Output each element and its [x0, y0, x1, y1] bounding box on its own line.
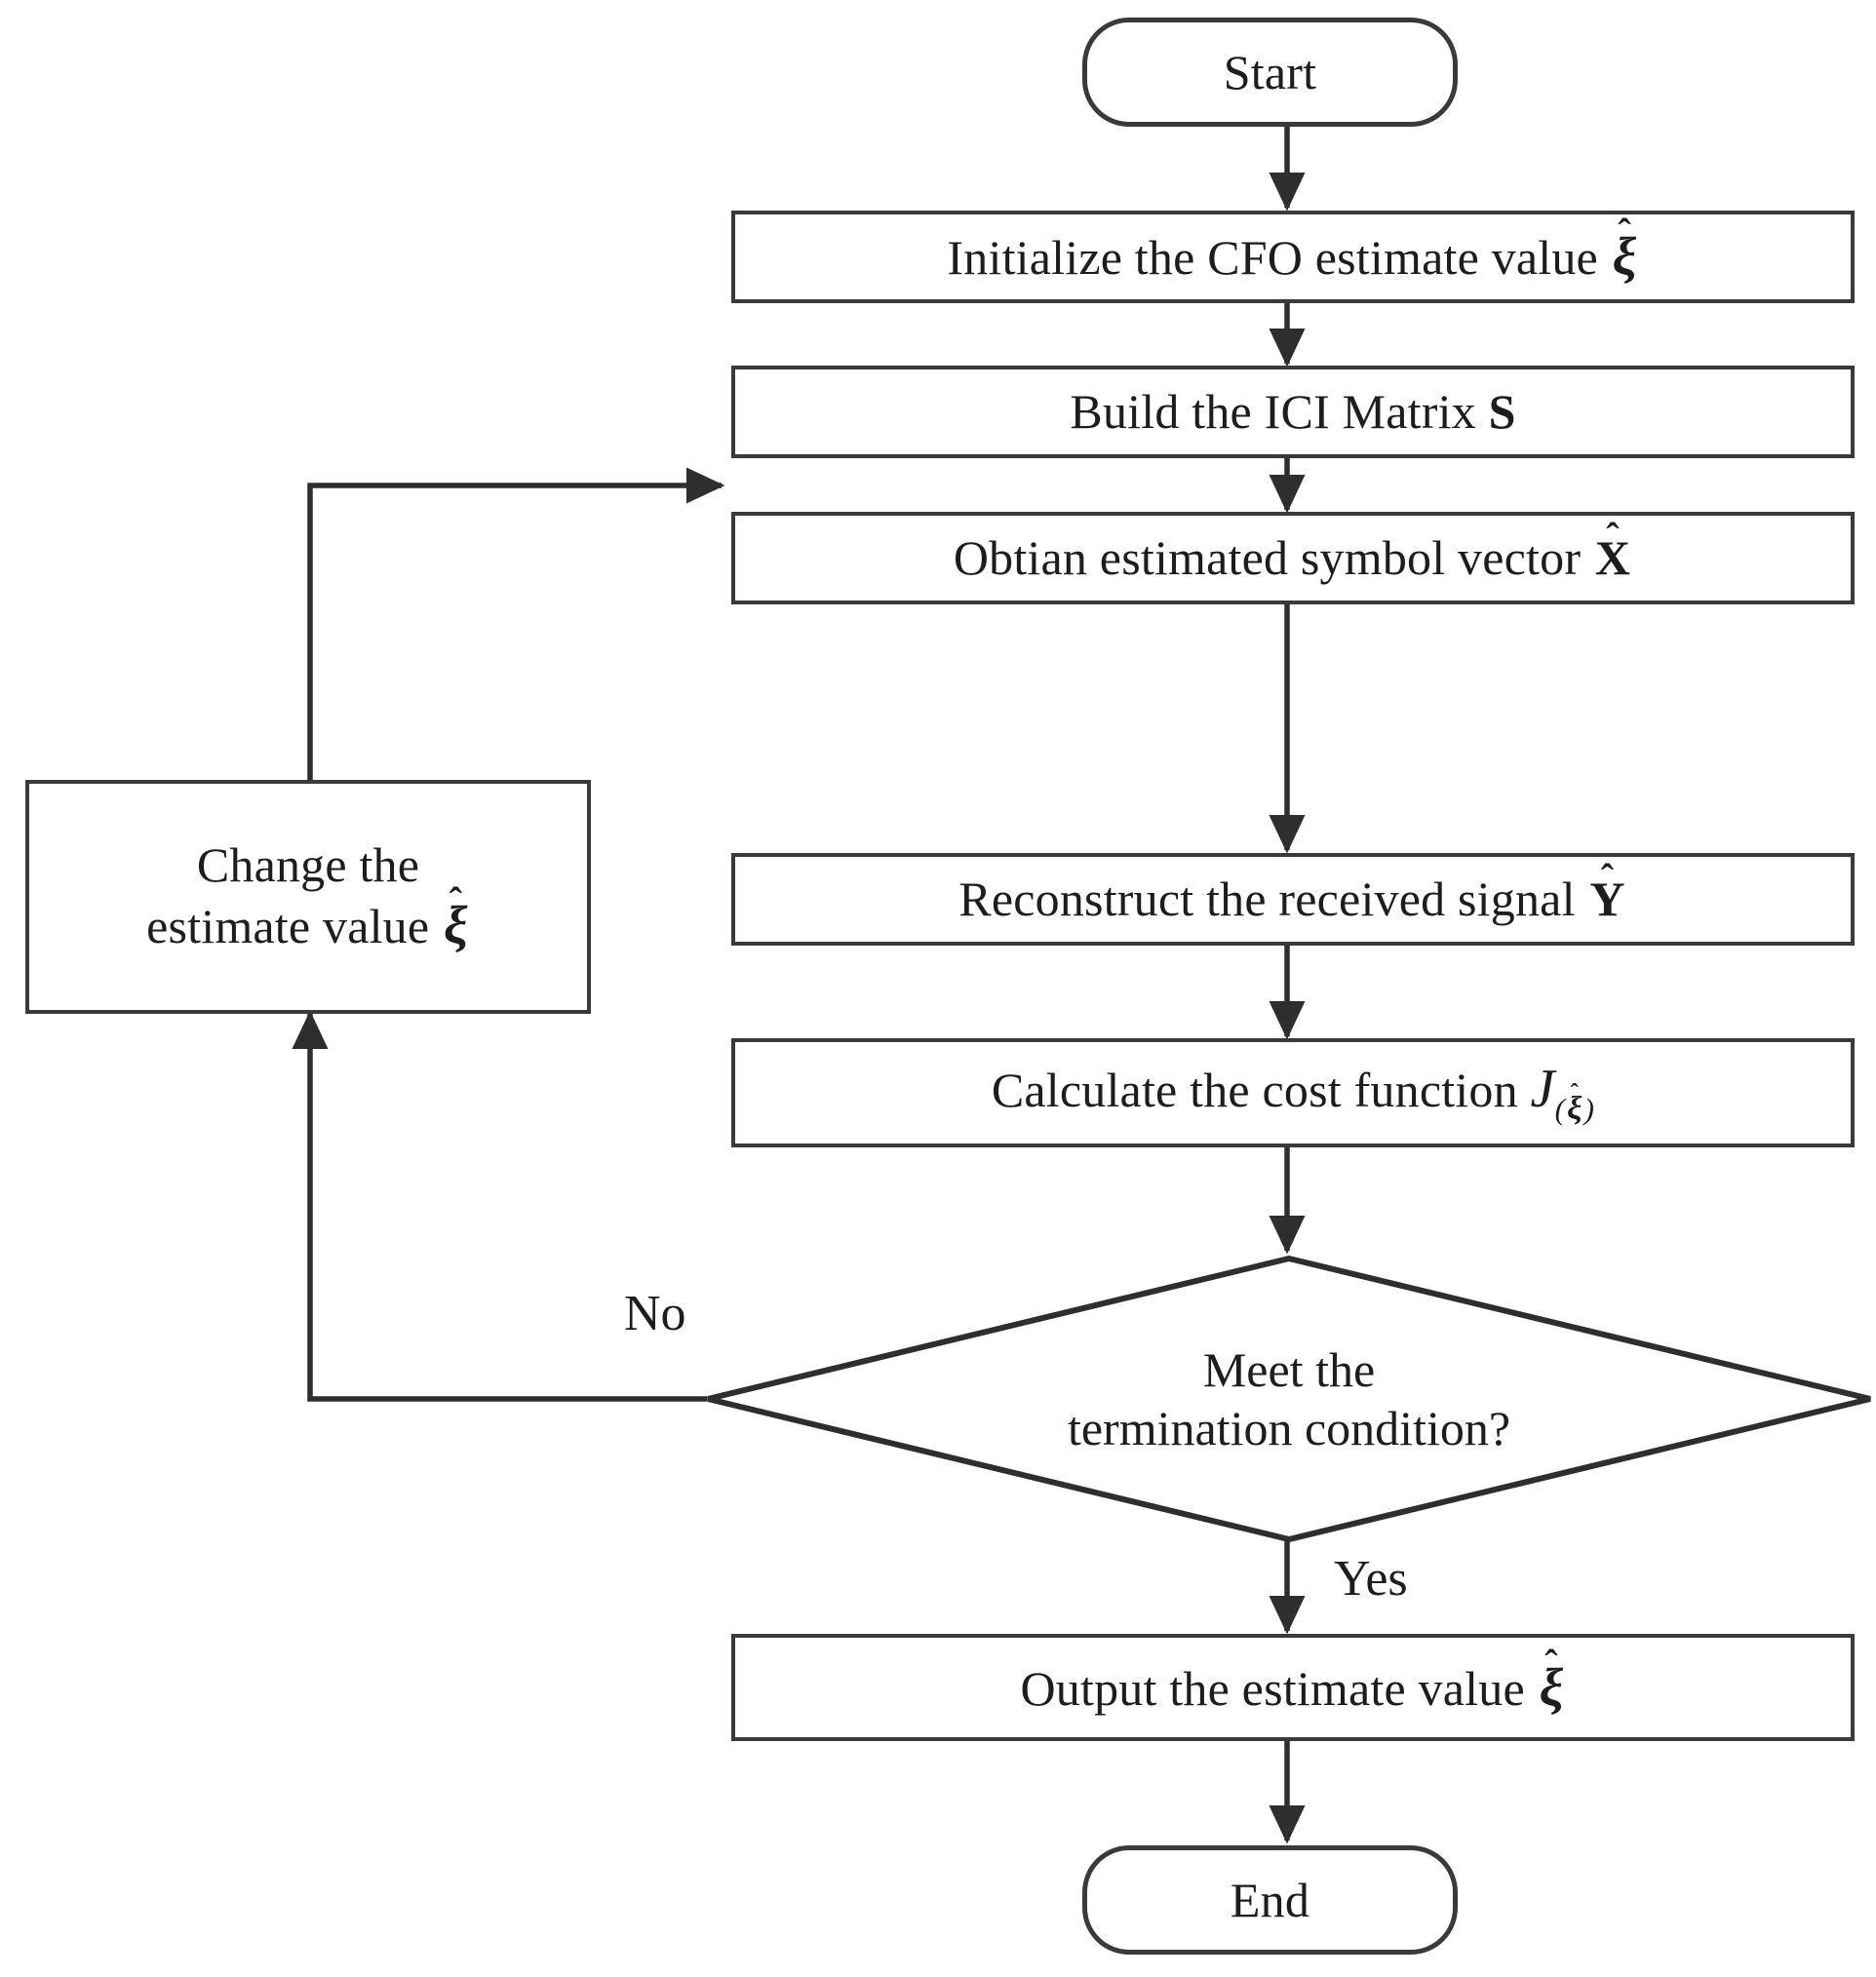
node-reconstruct-signal-text: Reconstruct the received signal	[958, 872, 1588, 926]
node-end[interactable]: End	[1082, 1845, 1458, 1955]
edge-change-to-build	[307, 467, 725, 780]
cost-function-j-glyph: J	[1530, 1058, 1555, 1119]
node-decision-termination[interactable]: Meet the termination condition?	[704, 1255, 1874, 1543]
edge-label-no: No	[624, 1286, 686, 1341]
node-start-label: Start	[1223, 44, 1317, 99]
xi-glyph: ξ	[1539, 1656, 1564, 1717]
hat-accent-icon: ˆ	[1544, 1641, 1558, 1686]
node-change-estimate-value-text: estimate value	[146, 899, 442, 954]
hat-accent-icon: ˆ	[1606, 515, 1620, 559]
decision-line-1: Meet the	[1202, 1342, 1376, 1397]
edge-label-yes: Yes	[1334, 1551, 1408, 1607]
decision-diamond-shape	[707, 1255, 1871, 1543]
hat-accent-icon: ˆ	[1618, 211, 1631, 255]
hat-accent-icon: ˆ	[1600, 856, 1615, 900]
hat-accent-icon: ˆ	[449, 879, 463, 924]
node-start[interactable]: Start	[1082, 18, 1458, 127]
node-end-label: End	[1230, 1872, 1310, 1927]
node-calculate-cost-function-text: Calculate the cost function	[991, 1062, 1531, 1117]
node-build-ici-matrix-label: Build the ICI Matrix S	[1070, 383, 1515, 441]
node-build-ici-matrix-text: Build the ICI Matrix	[1070, 384, 1489, 439]
node-output-estimate-value-text: Output the estimate value	[1020, 1660, 1538, 1716]
node-build-ici-matrix[interactable]: Build the ICI Matrix S	[731, 366, 1855, 458]
vector-y-glyph: Y	[1589, 872, 1625, 926]
xi-glyph: ξ	[443, 895, 468, 955]
xi-glyph: ξ	[1567, 1090, 1583, 1127]
node-initialize-cfo-text: Initialize the CFO estimate value	[947, 230, 1611, 286]
subscript-paren-open: (	[1554, 1091, 1566, 1126]
vector-x-glyph: X	[1594, 530, 1631, 585]
node-obtain-symbol-vector-text: Obtian estimated symbol vector	[953, 530, 1593, 585]
hat-accent-icon: ˆ	[1570, 1080, 1580, 1107]
node-decision-termination-label: Meet the termination condition?	[704, 1255, 1874, 1543]
xi-glyph: ξ	[1612, 226, 1637, 287]
matrix-s-glyph: S	[1488, 384, 1516, 439]
decision-line-2: termination condition?	[1067, 1401, 1511, 1455]
subscript-paren-close: )	[1583, 1091, 1595, 1126]
node-change-estimate-value-line-1: Change the	[196, 837, 420, 893]
